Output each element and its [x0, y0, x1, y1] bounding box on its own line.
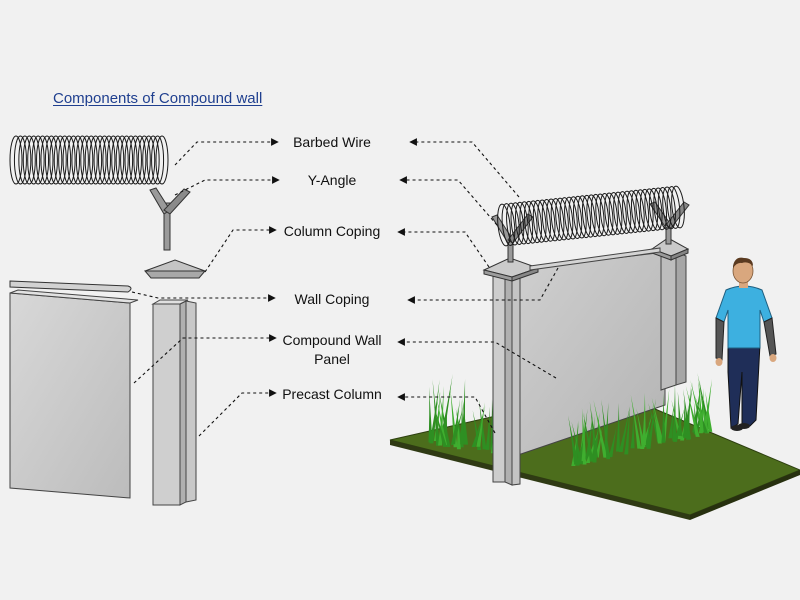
assembled-column-left — [482, 257, 540, 486]
diagram-title: Components of Compound wall — [53, 90, 263, 107]
person-figure — [715, 257, 777, 431]
assembled-barbed-wire — [497, 185, 685, 247]
label-panel-line1: Compound Wall — [282, 332, 382, 348]
leader-arrows — [131, 138, 559, 437]
label-column-coping: Column Coping — [283, 223, 381, 239]
barbed-wire-coil — [9, 135, 169, 185]
label-panel-line2: Panel — [314, 351, 350, 367]
label-barbed-wire: Barbed Wire — [293, 134, 371, 150]
label-y-angle: Y-Angle — [307, 172, 357, 188]
label-precast-column: Precast Column — [282, 386, 382, 402]
assembled-column-right — [650, 237, 690, 391]
wall-panel-component — [9, 289, 139, 499]
column-coping-component — [143, 259, 207, 279]
grass-right — [568, 372, 713, 467]
grass-left — [428, 373, 499, 454]
precast-column-component — [151, 299, 197, 506]
label-compound-wall-panel: Compound Wall Panel — [262, 331, 402, 369]
y-angle-component — [149, 187, 191, 251]
label-wall-coping: Wall Coping — [294, 291, 370, 307]
assembled-y-angle-right — [649, 201, 690, 245]
assembled-wall-coping — [529, 247, 661, 271]
wall-coping-component — [9, 280, 132, 293]
